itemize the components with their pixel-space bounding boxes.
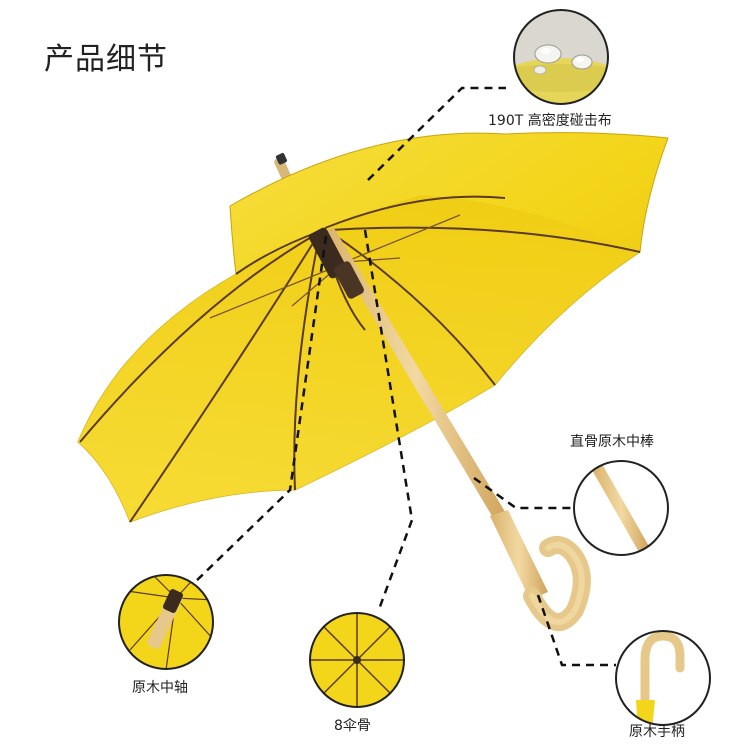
callout-lines: [191, 86, 616, 667]
page-title: 产品细节: [44, 42, 168, 77]
shaft-detail-circle: [573, 460, 669, 556]
fabric-label: 190T 高密度碰击布: [488, 113, 612, 129]
fabric-detail-circle: [513, 9, 609, 105]
center-axis-label: 原木中轴: [132, 680, 188, 696]
wooden-shaft: [308, 227, 510, 526]
handle-label: 原木手柄: [629, 724, 685, 740]
handle-detail-circle: [615, 630, 711, 726]
center-axis-detail-circle: [118, 574, 214, 670]
umbrella-ribs: [79, 195, 641, 523]
ribs-label: 8伞骨: [334, 718, 371, 734]
ribs-detail-circle: [309, 612, 405, 708]
shaft-label: 直骨原木中棒: [570, 434, 654, 450]
wooden-handle: [490, 510, 591, 632]
